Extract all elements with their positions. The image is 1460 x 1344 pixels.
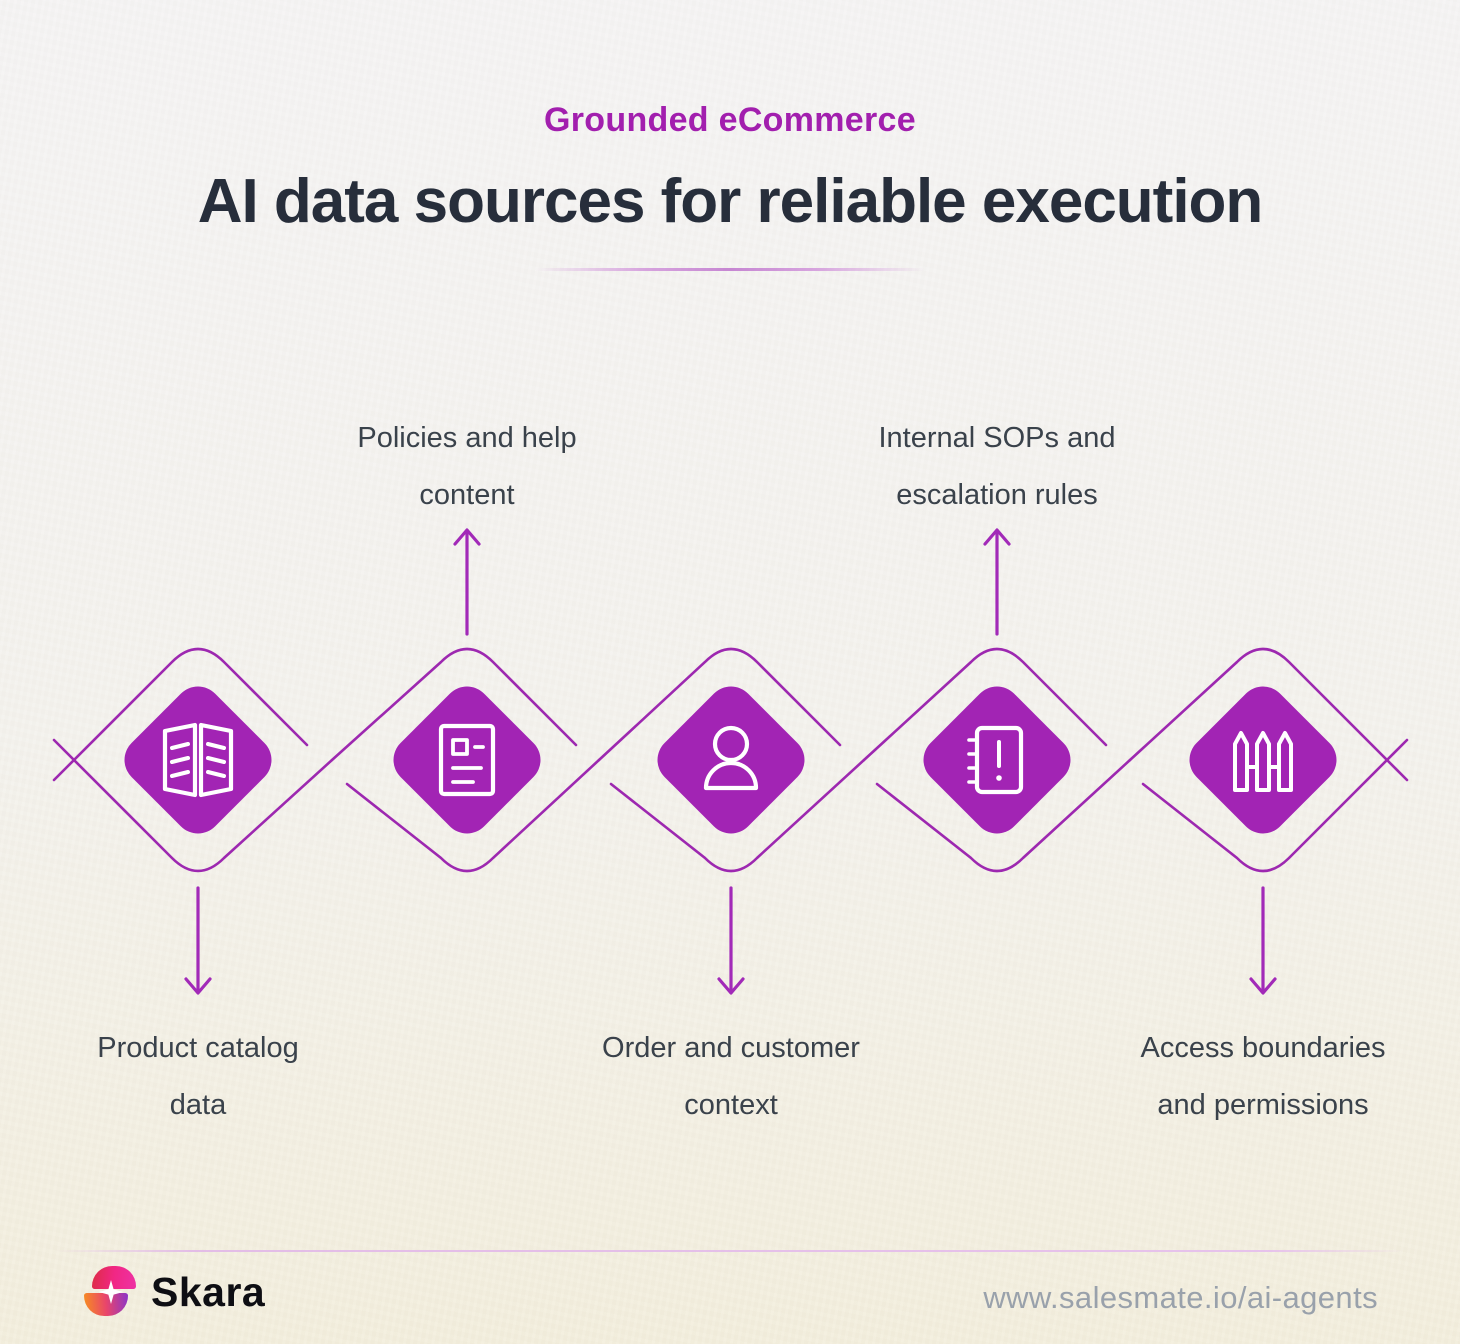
connector-arrows [184, 528, 1277, 995]
open-book-icon [162, 722, 234, 798]
label-internal-sops: Internal SOPs and escalation rules [817, 410, 1177, 524]
user-icon [703, 725, 759, 791]
label-access-boundaries: Access boundaries and permissions [1083, 1020, 1443, 1134]
label-line: Internal SOPs and [878, 422, 1116, 454]
diamond-chain-diagram [52, 528, 1409, 995]
label-line: Access boundaries [1140, 1032, 1386, 1064]
footer-divider [55, 1250, 1405, 1252]
label-line: escalation rules [896, 479, 1098, 511]
logo-top-half [92, 1266, 136, 1289]
fence-icon [1233, 731, 1293, 792]
label-line: content [419, 479, 515, 511]
arrow-down-icon [184, 886, 212, 995]
label-product-catalog: Product catalog data [18, 1020, 378, 1134]
arrow-down-icon [717, 886, 745, 995]
label-line: and permissions [1157, 1089, 1369, 1121]
brand-logo: Skara [84, 1266, 265, 1318]
footer-url: www.salesmate.io/ai-agents [983, 1280, 1378, 1315]
eyebrow: Grounded eCommerce [544, 101, 916, 139]
arrow-down-icon [1249, 886, 1277, 995]
label-line: data [169, 1089, 227, 1121]
label-policies-help: Policies and help content [287, 410, 647, 524]
label-line: Policies and help [357, 422, 577, 454]
notebook-alert-icon [967, 725, 1024, 795]
arrow-up-icon [453, 528, 481, 636]
skara-logo-icon [84, 1266, 136, 1318]
label-line: Product catalog [97, 1032, 299, 1064]
brand-name: Skara [151, 1268, 266, 1315]
page-title: AI data sources for reliable execution [197, 167, 1264, 236]
label-line: context [684, 1089, 778, 1121]
label-line: Order and customer [602, 1032, 860, 1064]
document-icon [438, 723, 496, 797]
label-order-customer: Order and customer context [551, 1020, 911, 1134]
title-underline [535, 268, 925, 271]
diamond-outlines [52, 647, 1409, 873]
logo-bottom-half [84, 1293, 128, 1316]
arrow-up-icon [983, 528, 1011, 636]
